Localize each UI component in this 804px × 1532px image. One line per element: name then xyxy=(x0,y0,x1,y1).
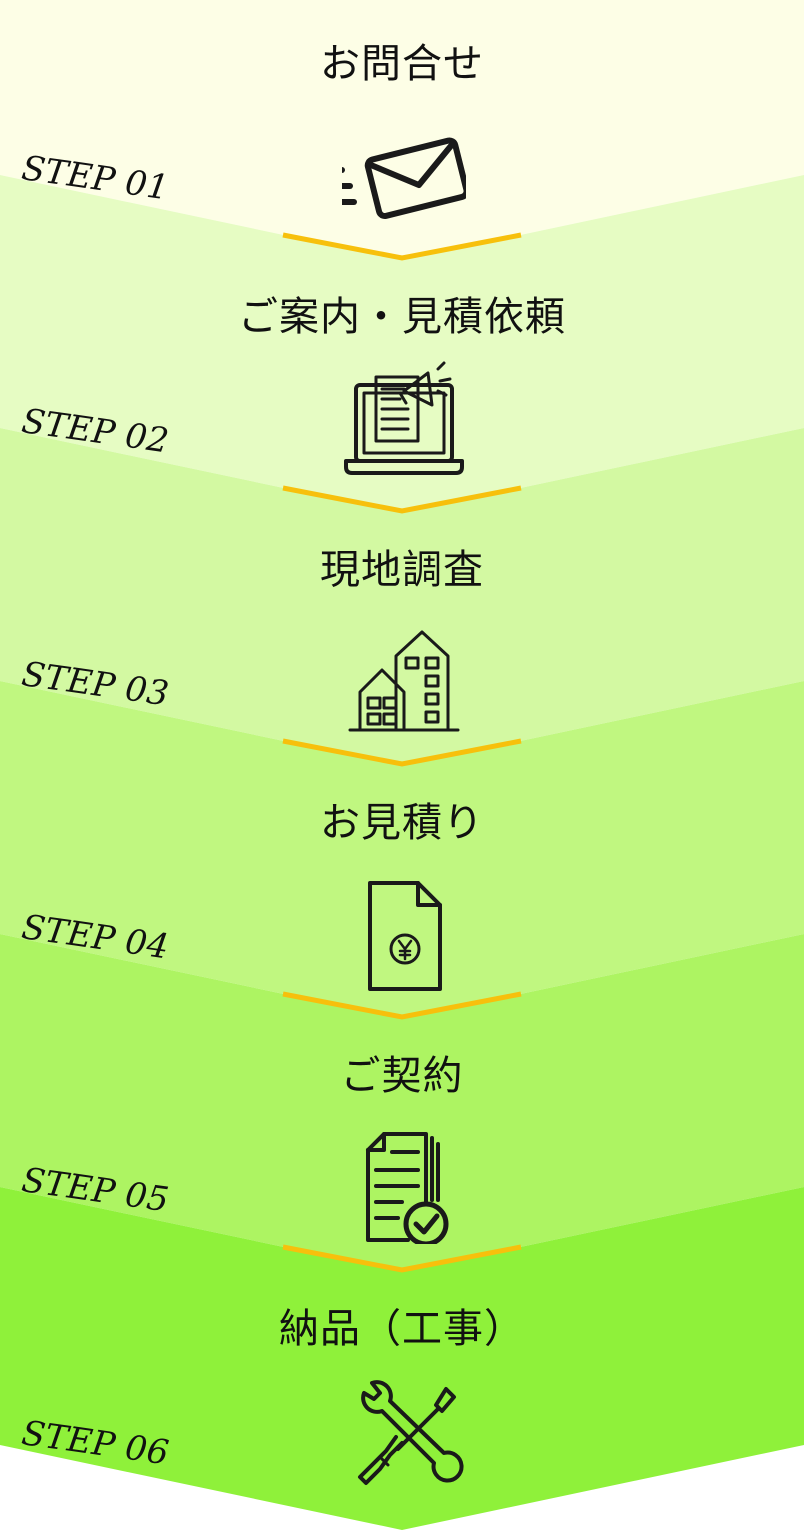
step-3: 現地調査 STEP 03 xyxy=(0,506,804,759)
chevron-band-4 xyxy=(0,681,804,1019)
divider-3 xyxy=(282,738,522,767)
step-3-title: 現地調査 xyxy=(320,547,484,593)
step-5: ご契約 STEP 05 xyxy=(0,1012,804,1265)
divider-4 xyxy=(282,991,522,1020)
step-3-label: STEP 03 xyxy=(19,654,172,715)
chevron-band-1 xyxy=(0,0,804,260)
envelope-icon xyxy=(342,108,466,232)
step-2-title: ご案内・見積依頼 xyxy=(238,294,566,340)
divider-1 xyxy=(282,232,522,261)
chevron-band-3 xyxy=(0,428,804,766)
chevron-band-2 xyxy=(0,175,804,513)
step-2: ご案内・見積依頼 STEP 02 xyxy=(0,253,804,506)
step-1-label: STEP 01 xyxy=(19,148,172,209)
step-4: お見積り STEP 04 xyxy=(0,759,804,1012)
step-2-label: STEP 02 xyxy=(19,401,172,462)
chevron-band-5 xyxy=(0,934,804,1272)
step-1-title: お問合せ xyxy=(320,41,484,87)
step-1: お問合せ STEP 01 xyxy=(0,0,804,253)
chevron-band-6 xyxy=(0,1187,804,1530)
divider-2 xyxy=(282,485,522,514)
contract-check-icon xyxy=(342,1120,466,1244)
buildings-icon xyxy=(342,614,466,738)
step-6-title: 納品（工事） xyxy=(279,1306,525,1352)
step-6: 納品（工事） STEP 06 xyxy=(0,1265,804,1518)
step-6-label: STEP 06 xyxy=(19,1413,172,1474)
step-5-title: ご契約 xyxy=(340,1053,464,1099)
wrench-screwdriver-icon xyxy=(342,1373,466,1497)
yen-document-icon xyxy=(342,867,466,991)
divider-5 xyxy=(282,1244,522,1273)
laptop-document-icon xyxy=(342,361,466,485)
step-4-title: お見積り xyxy=(320,800,484,846)
step-4-label: STEP 04 xyxy=(19,907,172,968)
step-5-label: STEP 05 xyxy=(19,1160,172,1221)
